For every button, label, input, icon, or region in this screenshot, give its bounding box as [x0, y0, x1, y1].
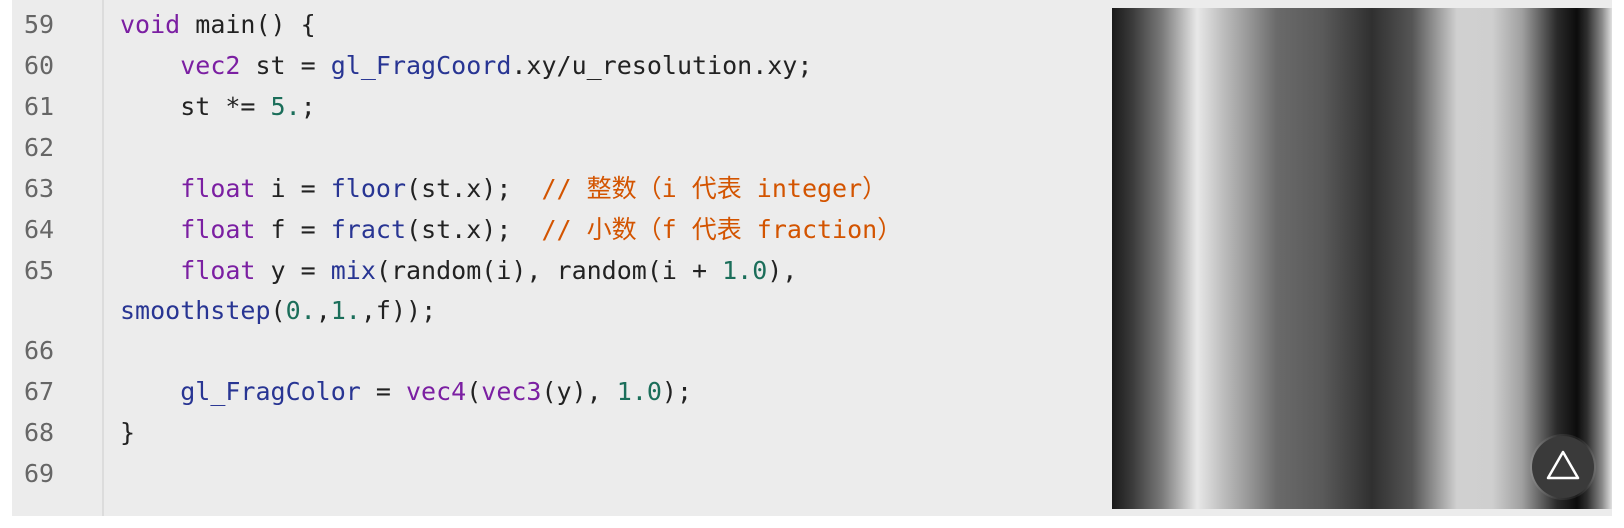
- number-literal: 1.0: [722, 256, 768, 285]
- code-line: float y = mix(random(i), random(i + 1.0)…: [120, 250, 797, 292]
- code-text: st *=: [180, 92, 271, 121]
- code-line: vec2 st = gl_FragCoord.xy/u_resolution.x…: [120, 45, 812, 87]
- function-name: mix: [330, 256, 376, 285]
- builtin-identifier: gl_FragColor: [180, 377, 361, 406]
- code-line: st *= 5.;: [120, 86, 316, 128]
- function-name: smoothstep: [120, 296, 271, 325]
- code-text: (st.x);: [406, 215, 542, 244]
- code-text: ,f));: [360, 296, 437, 325]
- code-text: (y),: [541, 377, 617, 406]
- type-keyword: vec4: [406, 377, 467, 406]
- function-name: floor: [330, 174, 407, 203]
- code-text: ;: [300, 92, 316, 121]
- number-literal: 5.: [270, 92, 301, 121]
- code-text: .xy/u_resolution.xy;: [511, 51, 813, 80]
- code-text: (st.x);: [406, 174, 542, 203]
- type-keyword: vec3: [481, 377, 542, 406]
- code-area[interactable]: void main() { vec2 st = gl_FragCoord.xy/…: [120, 0, 1612, 516]
- line-number: 65: [24, 256, 55, 285]
- type-keyword: float: [180, 174, 256, 203]
- code-text: y =: [255, 256, 331, 285]
- line-number: 62: [24, 133, 55, 162]
- line-number: 61: [24, 92, 55, 121]
- line-number: 63: [24, 174, 55, 203]
- code-text: main() {: [180, 10, 316, 39]
- code-line-wrapped: smoothstep(0.,1.,f));: [120, 290, 436, 332]
- line-number: 67: [24, 377, 55, 406]
- number-literal: 1.: [330, 296, 361, 325]
- code-text: (random(i), random(i +: [375, 256, 723, 285]
- code-line: float i = floor(st.x); // 整数（i 代表 intege…: [120, 168, 887, 210]
- code-text: ,: [315, 296, 331, 325]
- code-text: (: [466, 377, 482, 406]
- code-text: (: [270, 296, 286, 325]
- line-number: 60: [24, 51, 55, 80]
- keyword: void: [120, 10, 181, 39]
- code-line: void main() {: [120, 4, 316, 46]
- code-line: }: [120, 412, 135, 454]
- shader-preview-canvas[interactable]: [1112, 8, 1612, 509]
- code-comment: // 整数（i 代表 integer）: [541, 174, 888, 203]
- code-text: st =: [240, 51, 331, 80]
- line-number: 68: [24, 418, 55, 447]
- line-number: 69: [24, 459, 55, 488]
- builtin-identifier: gl_FragCoord: [330, 51, 512, 80]
- type-keyword: float: [180, 256, 256, 285]
- code-line: gl_FragColor = vec4(vec3(y), 1.0);: [120, 371, 692, 413]
- code-text: ),: [767, 256, 798, 285]
- function-name: fract: [330, 215, 407, 244]
- line-number: 59: [24, 10, 55, 39]
- code-text: }: [120, 418, 136, 447]
- line-number: 64: [24, 215, 55, 244]
- code-text: i =: [255, 174, 331, 203]
- line-number: 66: [24, 336, 55, 365]
- type-keyword: vec2: [180, 51, 241, 80]
- code-text: =: [360, 377, 406, 406]
- code-line: float f = fract(st.x); // 小数（f 代表 fracti…: [120, 209, 902, 251]
- preview-toggle-button[interactable]: [1532, 436, 1594, 498]
- type-keyword: float: [180, 215, 256, 244]
- triangle-outline-icon: [1546, 450, 1580, 484]
- code-text: );: [661, 377, 693, 406]
- code-text: f =: [255, 215, 331, 244]
- number-literal: 0.: [285, 296, 316, 325]
- line-number-gutter: 59 60 61 62 63 64 65 66 67 68 69: [12, 0, 104, 516]
- code-comment: // 小数（f 代表 fraction）: [541, 215, 903, 244]
- number-literal: 1.0: [616, 377, 662, 406]
